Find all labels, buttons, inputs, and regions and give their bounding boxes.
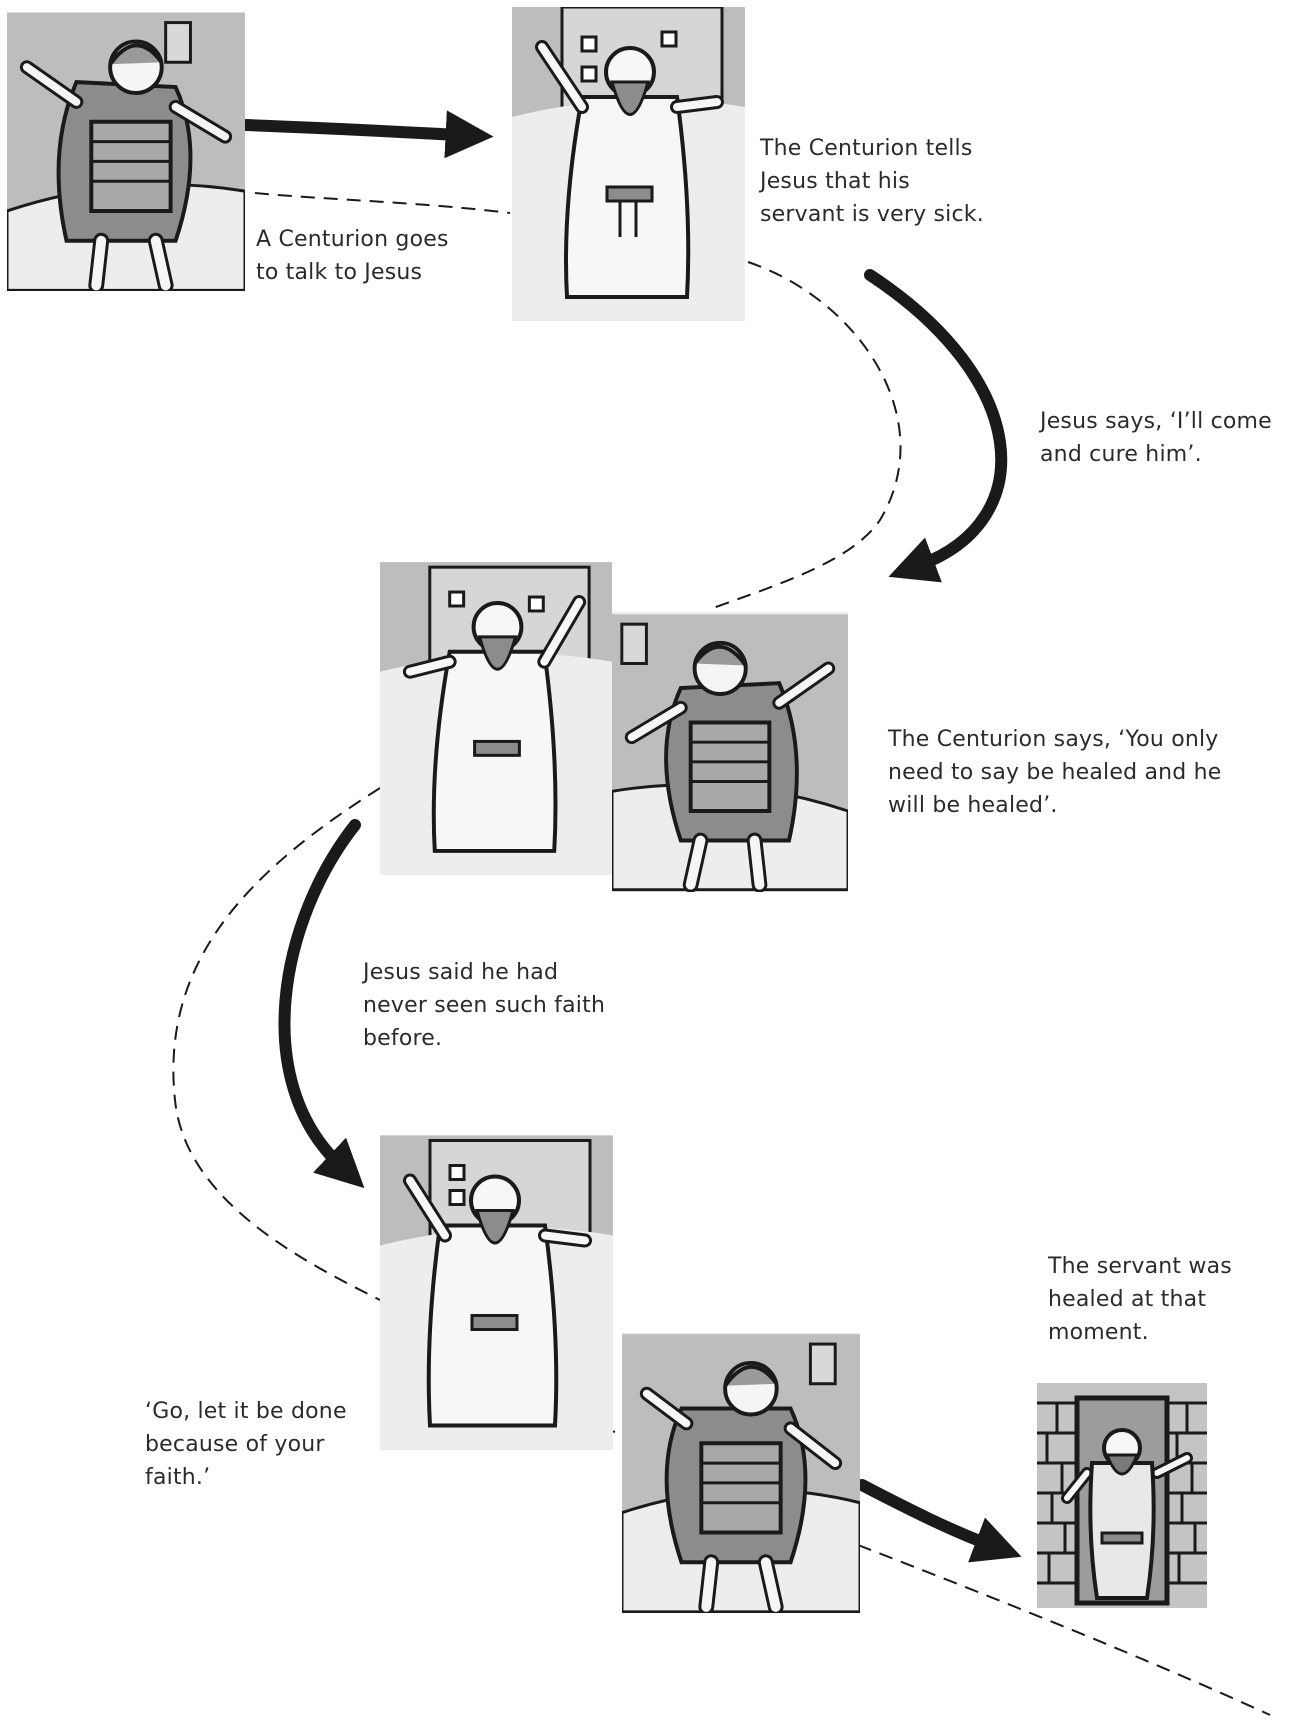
panel-centurion-4 xyxy=(612,612,848,892)
arrow-1 xyxy=(245,125,460,135)
jesus-icon xyxy=(380,1135,613,1450)
jesus-icon xyxy=(380,562,612,875)
caption-6-line: faith.’ xyxy=(145,1461,347,1494)
caption-7: The servant was healed at that moment. xyxy=(1048,1250,1232,1349)
caption-7-line: healed at that xyxy=(1048,1283,1232,1316)
panel-servant-7 xyxy=(1037,1383,1207,1608)
caption-6-line: because of your xyxy=(145,1428,347,1461)
dashed-path-1 xyxy=(255,193,510,213)
panel-centurion-1 xyxy=(7,12,245,291)
arrow-2 xyxy=(870,275,1001,565)
centurion-icon xyxy=(622,1333,860,1613)
dashed-path-3 xyxy=(173,788,380,1300)
caption-5-line: before. xyxy=(363,1022,605,1055)
caption-2: The Centurion tells Jesus that his serva… xyxy=(760,132,984,231)
caption-1: A Centurion goes to talk to Jesus xyxy=(256,223,449,289)
caption-7-line: moment. xyxy=(1048,1316,1232,1349)
caption-6-line: ‘Go, let it be done xyxy=(145,1395,347,1428)
panel-centurion-6 xyxy=(622,1333,860,1613)
servant-icon xyxy=(1037,1383,1207,1608)
jesus-icon xyxy=(512,7,745,321)
caption-5-line: Jesus said he had xyxy=(363,956,605,989)
caption-5: Jesus said he had never seen such faith … xyxy=(363,956,605,1055)
centurion-icon xyxy=(7,12,245,291)
arrow-4 xyxy=(862,1485,990,1545)
caption-2-line: servant is very sick. xyxy=(760,198,984,231)
caption-4-line: need to say be healed and he xyxy=(888,756,1222,789)
caption-1-line: A Centurion goes xyxy=(256,223,449,256)
panel-jesus-2 xyxy=(512,7,745,321)
caption-4-line: will be healed’. xyxy=(888,789,1222,822)
caption-4: The Centurion says, ‘You only need to sa… xyxy=(888,723,1222,822)
caption-1-line: to talk to Jesus xyxy=(256,256,449,289)
caption-6: ‘Go, let it be done because of your fait… xyxy=(145,1395,347,1494)
caption-2-line: The Centurion tells xyxy=(760,132,984,165)
arrow-3 xyxy=(284,825,355,1165)
caption-4-line: The Centurion says, ‘You only xyxy=(888,723,1222,756)
caption-3-line: and cure him’. xyxy=(1040,438,1272,471)
centurion-icon xyxy=(612,612,848,892)
caption-2-line: Jesus that his xyxy=(760,165,984,198)
caption-3-line: Jesus says, ‘I’ll come xyxy=(1040,405,1272,438)
panel-jesus-3 xyxy=(380,562,612,875)
caption-3: Jesus says, ‘I’ll come and cure him’. xyxy=(1040,405,1272,471)
caption-7-line: The servant was xyxy=(1048,1250,1232,1283)
caption-5-line: never seen such faith xyxy=(363,989,605,1022)
panel-jesus-5 xyxy=(380,1135,613,1450)
